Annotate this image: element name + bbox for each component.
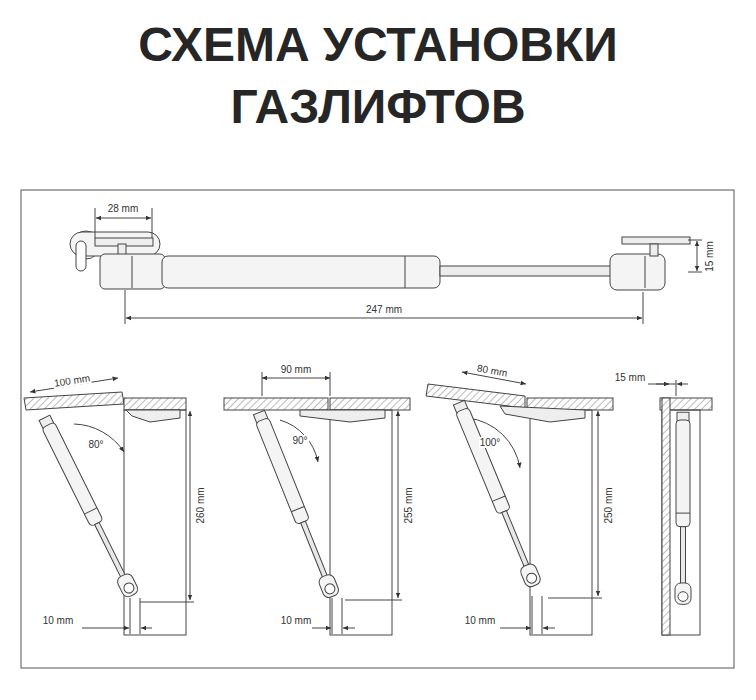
dimension-label: 255 mm <box>403 486 414 524</box>
dimension-label: 247 mm <box>365 304 403 315</box>
dimension-label: 15 mm <box>704 240 715 273</box>
dimension-label: 10 mm <box>42 615 75 626</box>
dimension-label: 28 mm <box>107 203 140 214</box>
title: СХЕМА УСТАНОВКИ ГАЗЛИФТОВ <box>78 14 678 138</box>
dimension-label: 15 mm <box>614 372 647 383</box>
dimension-label: 90° <box>291 435 308 446</box>
dimension-label: 100° <box>479 437 502 448</box>
dimension-label: 260 mm <box>195 486 206 524</box>
dimension-label: 90 mm <box>280 364 313 375</box>
dimension-label: 250 mm <box>603 486 614 524</box>
dimension-label: 100 mm <box>52 372 91 389</box>
dimension-label: 10 mm <box>280 615 313 626</box>
dimension-label: 80° <box>87 439 104 450</box>
dimension-label: 10 mm <box>464 615 497 626</box>
